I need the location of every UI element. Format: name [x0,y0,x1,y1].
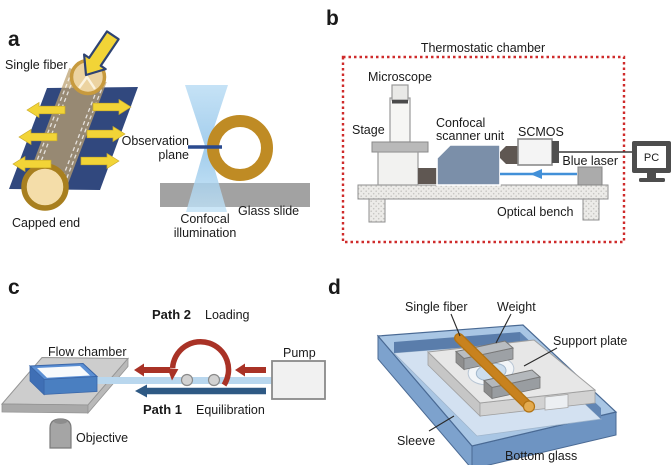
panel-b: b Thermostatic chamber Optical bench Mic… [326,7,671,244]
laser-beam-arrowhead [530,169,542,179]
panel-c: c Flow chamber Path 2 Loading Path 1 Equ… [0,276,326,449]
label-observation-1: Observation [122,134,189,148]
bench-leg-left [368,198,386,223]
label-optical-bench: Optical bench [497,205,573,219]
notch-mark [78,74,96,90]
label-stage: Stage [352,123,385,137]
camera-band [392,100,408,104]
label-pump: Pump [283,346,316,360]
pc-base [639,178,665,182]
tubing [88,377,272,384]
label-sleeve: Sleeve [397,434,435,448]
stage-bar [371,141,429,153]
platform-front [1,403,89,414]
leader-lines [428,313,558,432]
scmos-cap [552,141,559,163]
path2-arrow-left [134,363,170,377]
label-objective: Objective [76,431,128,445]
pc-screen [637,146,666,168]
label-path1: Path 1 [143,402,182,417]
glass-slide-slab [160,183,310,207]
label-equilibration: Equilibration [196,403,265,417]
outward-flow-arrows [12,98,132,173]
bench-leg-right [582,198,600,221]
flow-chamber-front [43,376,98,395]
objective-body [49,418,72,449]
capped-end-circle [21,163,69,211]
label-glass-slide: Glass slide [238,204,299,218]
scanner-coupler [418,168,438,184]
flow-chamber-window [37,366,90,378]
platform-side [87,357,129,415]
pc-stand [647,173,656,178]
path1-arrow [135,384,266,398]
panel-letter-c: c [8,276,20,299]
panel-letter-d: d [328,276,341,299]
label-confocal-scanner-1: Confocal [436,116,485,130]
support-plate-notch [544,394,569,411]
flow-chamber-left [29,365,45,396]
label-support-plate: Support plate [553,334,627,348]
label-scmos: SCMOS [518,125,564,139]
confocal-scanner-unit [436,144,501,186]
loop-port-right [207,373,221,387]
label-pc: PC [644,152,659,164]
label-loading: Loading [205,308,250,322]
label-capped-end: Capped end [12,216,80,230]
panel-d: d [328,276,627,465]
single-fiber-rod [455,334,533,411]
loading-flow-arc [169,338,232,387]
optical-bench-slab [357,184,609,200]
microscope-base [377,151,419,186]
label-bottom-glass: Bottom glass [505,449,577,463]
panel-a: a Single fiber Capped end [5,28,310,240]
inlet-arrow [82,30,120,77]
label-observation-2: plane [158,148,189,162]
panel-letter-a: a [8,28,20,51]
loading-flow-arrowhead [167,368,179,381]
label-single-fiber-a: Single fiber [5,58,68,72]
blue-laser-box [577,166,603,186]
label-single-fiber-d: Single fiber [405,300,468,314]
fiber-end-cap [522,400,536,413]
scmos-coupler [500,146,518,164]
label-weight: Weight [497,300,536,314]
label-blue-laser: Blue laser [562,154,618,168]
label-microscope: Microscope [368,70,432,84]
panel-letter-b: b [326,7,339,30]
label-flow-chamber: Flow chamber [48,345,127,359]
microscope-camera [391,84,409,101]
pump-box [271,360,326,400]
path2-arrow-right [235,363,266,377]
label-path2: Path 2 [152,307,191,322]
label-illumination-1: Confocal [180,212,229,226]
label-confocal-scanner-2: scanner unit [436,129,505,143]
thermostatic-chamber-box [341,55,626,244]
loop-port-left [180,373,194,387]
label-thermostatic-chamber: Thermostatic chamber [421,41,545,55]
label-illumination-2: illumination [174,226,237,240]
microscope-tower [389,97,411,143]
objective-lens [54,419,67,424]
scmos-camera [517,138,553,166]
